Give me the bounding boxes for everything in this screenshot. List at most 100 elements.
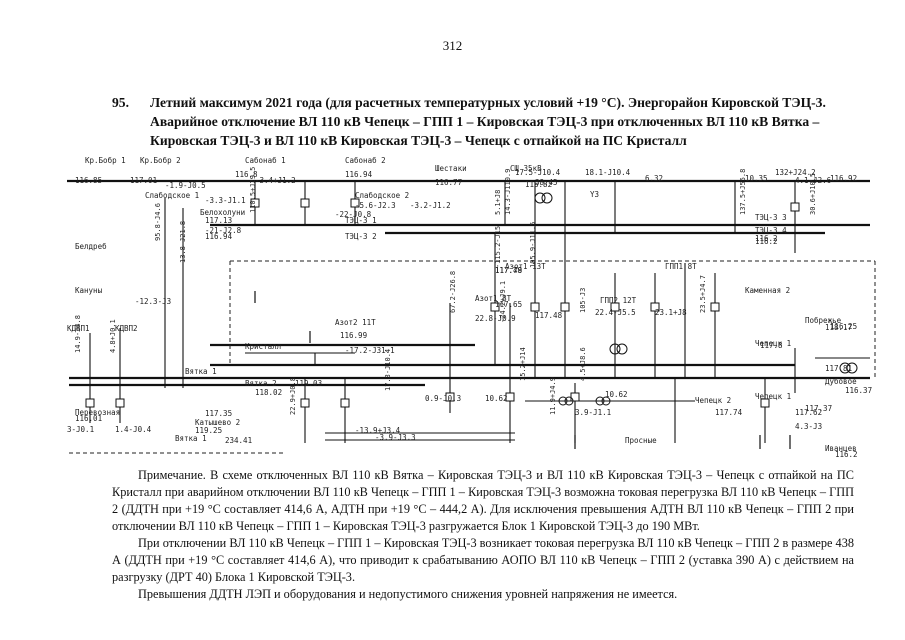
flow-value: 117.62 bbox=[795, 408, 822, 417]
node-label: Азот1 13Т bbox=[505, 262, 546, 271]
flow-value: -1.9-J0.5 bbox=[165, 181, 206, 190]
vertical-flow-value: 67.2-J26.8 bbox=[449, 271, 457, 313]
vertical-flow-value: -115.2-J15 bbox=[494, 226, 502, 268]
node-label: Y3 bbox=[590, 190, 599, 199]
flow-value: 116.99 bbox=[340, 331, 367, 340]
flow-value: 4.1-J2.6 bbox=[795, 176, 832, 185]
node-label: Белдреб bbox=[75, 242, 107, 251]
flow-value: 17.5-J10.4 bbox=[515, 168, 561, 177]
flow-value: -21-J2.8 bbox=[205, 226, 242, 235]
node-label: Кр.Бобр 2 bbox=[140, 156, 181, 165]
flow-value: 116.37 bbox=[845, 386, 872, 395]
generator-markers bbox=[254, 291, 791, 449]
node-label: ТЭЦ-3 3 bbox=[755, 213, 787, 222]
vertical-flow-value: 11.9+J4.9 bbox=[549, 377, 557, 415]
breaker-symbols bbox=[85, 198, 800, 408]
flow-value: 118.02 bbox=[255, 388, 282, 397]
node-label: Сабонаб 2 bbox=[345, 156, 386, 165]
section-number: 95. bbox=[112, 95, 129, 110]
flow-value: -3.3-J1.1 bbox=[205, 196, 246, 205]
transformer-symbols bbox=[534, 192, 858, 406]
node-label: ГПП1 8Т bbox=[665, 262, 697, 271]
flow-value: 6.32 bbox=[645, 174, 663, 183]
node-label: Вятка 1 bbox=[185, 367, 217, 376]
page-number: 312 bbox=[442, 38, 463, 53]
flow-value: 22.8-J0.9 bbox=[475, 314, 516, 323]
node-label: Дубовое bbox=[825, 377, 857, 386]
node-label: Кануны bbox=[75, 286, 103, 295]
node-label: Иванцев bbox=[825, 444, 857, 453]
flow-value: 116.8 bbox=[235, 170, 258, 179]
flow-value: 116.85 bbox=[75, 176, 102, 185]
flow-value: 119.03 bbox=[295, 379, 322, 388]
note-paragraph: Превышения ДДТН ЛЭП и оборудования и нед… bbox=[138, 587, 678, 601]
node-label: СЩ 35кВ bbox=[510, 164, 542, 173]
flow-value: 22.4-J5.5 bbox=[595, 308, 636, 317]
vertical-flow-value: 95.8-J4.6 bbox=[154, 203, 162, 241]
node-label: Азот2 11Т bbox=[335, 318, 376, 327]
vertical-flow-value: 30.6+J10.5 bbox=[809, 173, 817, 215]
vertical-flow-value: 17.3-J10.4 bbox=[384, 349, 392, 391]
vertical-flow-value: 14.9-J4.8 bbox=[74, 315, 82, 353]
flow-value: -12.3-J3 bbox=[135, 297, 171, 306]
flow-value: 116.94 bbox=[205, 232, 233, 241]
flow-value: 116.94 bbox=[345, 170, 373, 179]
note-block: Примечание. В схеме отключенных ВЛ 110 к… bbox=[112, 467, 854, 603]
node-label: Чепецк 2 bbox=[695, 396, 731, 405]
section-title: Летний максимум 2021 года (для расчетных… bbox=[150, 95, 826, 148]
flow-value: 23.1+J8 bbox=[655, 308, 687, 317]
vertical-flow-value: 105.9-J11.5 bbox=[529, 222, 537, 268]
flow-value: 117.35 bbox=[205, 409, 232, 418]
flow-value: 117.01 bbox=[130, 176, 157, 185]
flow-value: 117.78 bbox=[495, 266, 523, 275]
vertical-flow-value: 4.8+J0.1 bbox=[109, 319, 117, 353]
flow-value: 116.82 bbox=[525, 180, 552, 189]
node-label: Вятка 1 bbox=[175, 434, 207, 443]
note-paragraph: При отключении ВЛ 110 кВ Чепецк – ГПП 1 … bbox=[112, 536, 854, 584]
vertical-flow-value: -24.2+J9.1 bbox=[499, 281, 507, 323]
node-label: Азот1 8Т bbox=[475, 294, 512, 303]
node-label: ГПП2 12Т bbox=[600, 296, 637, 305]
flow-value: -3.2-J1.2 bbox=[410, 201, 451, 210]
flow-value: 10.62 bbox=[485, 394, 508, 403]
node-label: Белохолуни bbox=[200, 208, 245, 217]
flow-value: 18.1-J10.4 bbox=[585, 168, 631, 177]
node-label: КДВП1 bbox=[67, 324, 90, 333]
vertical-flow-value: 23.5+J4.7 bbox=[699, 275, 707, 313]
flow-value: 117.8 bbox=[760, 341, 783, 350]
flow-value: -3.4+J1.2 bbox=[255, 176, 296, 185]
node-label: Чепецк 1 bbox=[755, 392, 791, 401]
flow-value: 119.25 bbox=[195, 426, 222, 435]
flow-value: 117.37 bbox=[805, 404, 832, 413]
flow-value: 116.2 bbox=[755, 234, 778, 243]
flow-value: -5.6-J2.3 bbox=[355, 201, 396, 210]
vertical-flow-value: 22.9+J0.8 bbox=[289, 377, 297, 415]
vertical-flow-value: 110.5+J29.5 bbox=[249, 167, 257, 213]
node-label: Сабонаб 1 bbox=[245, 156, 286, 165]
node-label: Вятка 2 bbox=[245, 379, 277, 388]
bus-lines bbox=[67, 179, 870, 387]
flow-value: -22-J0.8 bbox=[335, 210, 372, 219]
flow-value: 116.2 bbox=[835, 450, 858, 459]
flow-value: 117.81 bbox=[825, 364, 852, 373]
node-label: Побрежье bbox=[805, 316, 842, 325]
flow-value: 116.92 bbox=[830, 174, 857, 183]
vertical-flow-value: 105-J3 bbox=[579, 288, 587, 313]
flow-value: 3-J0.1 bbox=[67, 425, 94, 434]
node-label: Чепецк 1 bbox=[755, 339, 791, 348]
flow-value: 118.17 bbox=[825, 323, 852, 332]
node-label: Шестаки bbox=[435, 164, 467, 173]
flow-value: 116.25 bbox=[830, 322, 857, 331]
flow-value: 116.2 bbox=[755, 237, 778, 246]
vertical-flow-value: 13.8-J21.8 bbox=[179, 221, 187, 263]
node-label: ТЭЦ-3 1 bbox=[345, 216, 377, 225]
node-label: ТЭЦ-3 4 bbox=[755, 226, 787, 235]
node-label: Катышево 2 bbox=[195, 418, 240, 427]
node-label: Кристалл bbox=[245, 342, 281, 351]
flow-value: 116.01 bbox=[75, 414, 102, 423]
node-label: Перевозная bbox=[75, 408, 120, 417]
flow-value: 117.13 bbox=[205, 216, 232, 225]
flow-value: 38.45 bbox=[535, 178, 558, 187]
